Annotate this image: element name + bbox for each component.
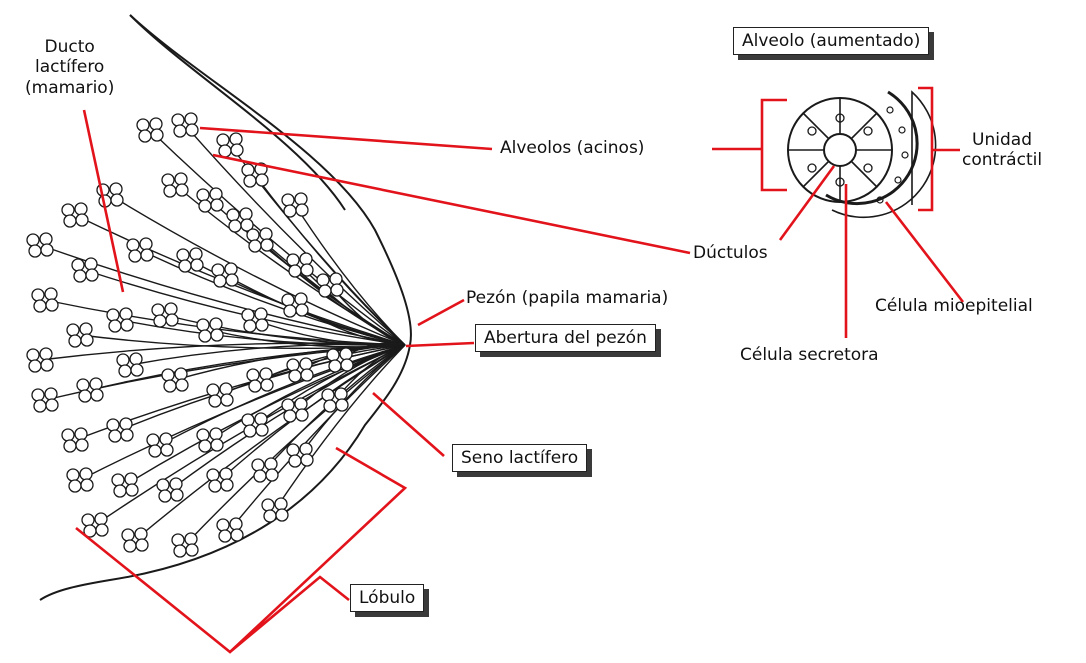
lobule-cluster — [212, 263, 238, 287]
lobule-cluster — [177, 248, 203, 272]
label-seno-lactifero: Seno lactífero — [452, 444, 587, 472]
label-leader-lines — [76, 88, 963, 652]
lobule-cluster — [287, 358, 313, 382]
lobule-cluster — [137, 118, 163, 142]
leader-pezon — [418, 300, 464, 325]
lobule-cluster — [282, 398, 308, 422]
lobule-cluster — [127, 238, 153, 262]
label-unidad-contractil: Unidad contráctil — [962, 130, 1042, 171]
lobule-cluster — [62, 203, 88, 227]
lobule-cluster — [162, 173, 188, 197]
duct-branch — [85, 270, 405, 345]
lobule-cluster — [172, 533, 198, 557]
lobule-cluster — [107, 308, 133, 332]
lobule-cluster — [172, 113, 198, 137]
lobule-cluster — [247, 228, 273, 252]
leader-ductulos-2 — [780, 166, 834, 240]
lobule-cluster — [197, 188, 223, 212]
leader-mioepitelial — [886, 202, 963, 302]
lobule-cluster — [252, 458, 278, 482]
lobule-cluster — [107, 418, 133, 442]
lobule-cluster — [32, 388, 58, 412]
lobule-cluster — [122, 528, 148, 552]
lobule-cluster — [72, 258, 98, 282]
duct-branch — [295, 205, 405, 345]
leader-seno — [373, 393, 444, 456]
lobule-cluster — [117, 353, 143, 377]
lobule-cluster — [242, 413, 268, 437]
label-lobulo: Lóbulo — [350, 584, 424, 612]
lobule-cluster — [27, 233, 53, 257]
lobule-cluster — [287, 443, 313, 467]
lobule-cluster — [32, 288, 58, 312]
lobule-cluster — [262, 498, 288, 522]
lobule-cluster — [82, 513, 108, 537]
bracket-alveolos — [762, 100, 787, 190]
lobule-cluster — [112, 473, 138, 497]
lobule-cluster — [77, 378, 103, 402]
lobule-cluster — [327, 348, 353, 372]
leader-abertura — [406, 343, 474, 346]
label-celula-mioepitelial: Célula mioepitelial — [875, 296, 1033, 316]
lobule-cluster — [62, 428, 88, 452]
lobule-cluster — [197, 428, 223, 452]
leader-alveolos-1 — [200, 128, 492, 149]
label-ducto-lactifero: Ducto lactífero (mamario) — [25, 37, 114, 98]
duct-branch — [150, 130, 405, 345]
lobule-cluster — [207, 468, 233, 492]
lobule-cluster — [287, 253, 313, 277]
label-alveolo-aumentado: Alveolo (aumentado) — [733, 27, 929, 55]
lobule-cluster — [227, 208, 253, 232]
lobule-cluster — [162, 368, 188, 392]
lobule-cluster — [217, 133, 243, 157]
lobule-cluster — [67, 323, 93, 347]
label-abertura-pezon: Abertura del pezón — [475, 324, 656, 352]
lobule-cluster — [207, 383, 233, 407]
lobule-cluster — [217, 518, 243, 542]
lobule-cluster — [152, 303, 178, 327]
lobule-cluster — [282, 193, 308, 217]
lobule-cluster — [282, 293, 308, 317]
label-celula-secretora: Célula secretora — [740, 345, 879, 365]
label-alveolos-acinos: Alveolos (acinos) — [500, 138, 644, 158]
lobule-cluster — [147, 433, 173, 457]
label-ductulos: Dúctulos — [693, 243, 768, 263]
lobule-cluster — [322, 388, 348, 412]
lobule-cluster — [247, 368, 273, 392]
lobule-cluster — [317, 273, 343, 297]
lobule-cluster — [67, 468, 93, 492]
lobule-cluster — [197, 318, 223, 342]
lobule-cluster — [157, 478, 183, 502]
duct-branch — [255, 175, 405, 345]
lobule-cluster — [27, 348, 53, 372]
label-pezon: Pezón (papila mamaria) — [466, 288, 668, 308]
lobule-cluster — [242, 308, 268, 332]
